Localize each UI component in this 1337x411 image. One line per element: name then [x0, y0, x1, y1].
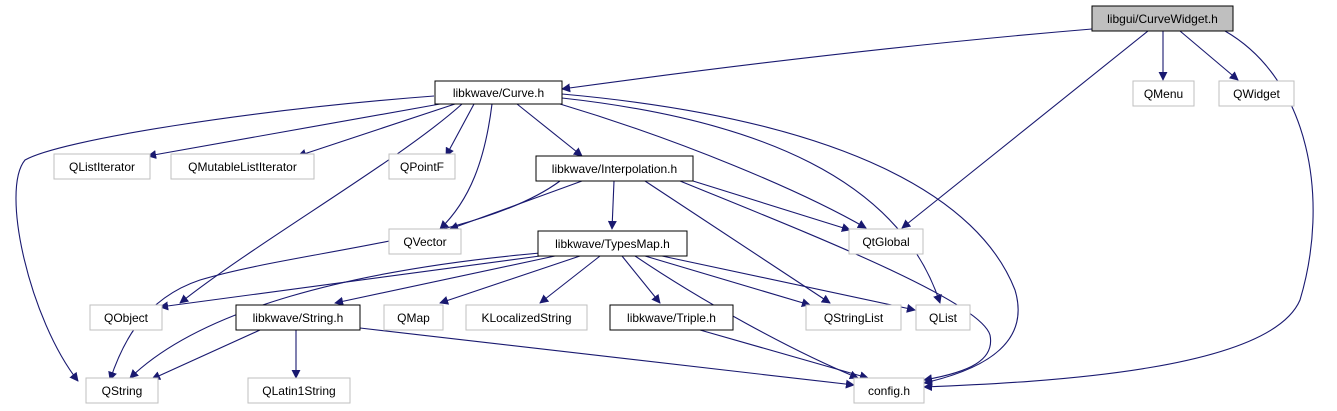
edge-curve-qpointf [445, 103, 475, 157]
node-klocalizedstring[interactable]: KLocalizedString [465, 304, 588, 331]
node-triple[interactable]: libkwave/Triple.h [609, 304, 734, 331]
nodes: libgui/CurveWidget.h libkwave/Curve.h QM… [53, 5, 1295, 404]
node-qvector[interactable]: QVector [388, 228, 462, 255]
svg-text:QListIterator: QListIterator [69, 160, 135, 174]
node-interpolation[interactable]: libkwave/Interpolation.h [535, 155, 694, 182]
svg-text:QObject: QObject [104, 311, 149, 325]
edge-curve-qlist [561, 97, 942, 304]
edge-typesmap-triple [621, 255, 661, 304]
svg-text:libkwave/Curve.h: libkwave/Curve.h [453, 86, 544, 100]
edge-curvewidget-qtglobal [901, 30, 1149, 229]
node-qstringlist[interactable]: QStringList [805, 304, 902, 331]
node-qwidget[interactable]: QWidget [1218, 80, 1295, 107]
edge-curve-qmutablelistiterator [297, 103, 456, 158]
svg-text:libgui/CurveWidget.h: libgui/CurveWidget.h [1107, 12, 1218, 26]
node-qlistiterator[interactable]: QListIterator [53, 153, 151, 180]
svg-text:QMap: QMap [397, 311, 430, 325]
svg-text:QStringList: QStringList [824, 311, 884, 325]
svg-text:QWidget: QWidget [1233, 87, 1280, 101]
edge-triple-config [699, 329, 869, 381]
svg-text:QString: QString [102, 384, 143, 398]
edge-typesmap-qstring [129, 252, 541, 379]
edge-curve-interpolation [516, 103, 583, 157]
edge-curve-config [561, 93, 1019, 386]
edge-string-config [359, 327, 855, 389]
node-qobject[interactable]: QObject [89, 304, 163, 331]
node-qpointf[interactable]: QPointF [388, 153, 456, 180]
edge-interpolation-qtglobal [692, 180, 851, 232]
edge-typesmap-klocalizedstring [539, 255, 601, 304]
edge-curvewidget-curve [561, 28, 1093, 93]
node-config[interactable]: config.h [853, 377, 925, 404]
edge-curve-qlistiterator [147, 103, 441, 160]
node-qtglobal[interactable]: QtGlobal [848, 228, 924, 255]
edge-typesmap-qstringlist [644, 255, 811, 308]
node-typesmap[interactable]: libkwave/TypesMap.h [537, 230, 688, 257]
edge-curve-qtglobal [559, 103, 867, 229]
node-qmap[interactable]: QMap [383, 304, 444, 331]
svg-text:KLocalizedString: KLocalizedString [481, 311, 571, 325]
edge-typesmap-qmap [439, 255, 581, 305]
svg-text:QMenu: QMenu [1144, 87, 1183, 101]
node-qstring[interactable]: QString [85, 377, 159, 404]
node-string[interactable]: libkwave/String.h [235, 304, 361, 331]
edge-curve-qstring [15, 95, 435, 382]
node-qmenu[interactable]: QMenu [1132, 80, 1195, 107]
svg-text:QLatin1String: QLatin1String [262, 384, 335, 398]
edge-curvewidget-qwidget [1179, 30, 1239, 81]
edge-interpolation-qstringlist [644, 180, 831, 304]
svg-text:libkwave/String.h: libkwave/String.h [253, 311, 344, 325]
node-qmutablelistiterator[interactable]: QMutableListIterator [170, 153, 315, 180]
node-curve[interactable]: libkwave/Curve.h [434, 80, 563, 105]
svg-text:libkwave/Triple.h: libkwave/Triple.h [627, 311, 716, 325]
edge-interpolation-qstring [108, 180, 561, 381]
svg-text:QMutableListIterator: QMutableListIterator [188, 160, 297, 174]
edge-curve-qvector [439, 103, 493, 230]
svg-text:QtGlobal: QtGlobal [862, 235, 909, 249]
svg-text:libkwave/Interpolation.h: libkwave/Interpolation.h [552, 162, 677, 176]
node-qlatin1string[interactable]: QLatin1String [247, 377, 351, 404]
svg-text:QPointF: QPointF [400, 160, 444, 174]
edge-typesmap-string [334, 255, 556, 306]
edge-typesmap-config [634, 255, 859, 380]
svg-text:libkwave/TypesMap.h: libkwave/TypesMap.h [555, 237, 670, 251]
node-qlist[interactable]: QList [915, 304, 971, 331]
node-curvewidget[interactable]: libgui/CurveWidget.h [1091, 5, 1234, 32]
svg-text:config.h: config.h [868, 384, 910, 398]
svg-text:QVector: QVector [403, 235, 446, 249]
svg-text:QList: QList [929, 311, 958, 325]
edge-curve-qobject [179, 103, 463, 304]
edge-typesmap-qlist [661, 255, 916, 313]
edges [15, 28, 1314, 392]
edge-string-qstring [151, 329, 261, 380]
edge-interpolation-typesmap [607, 180, 617, 230]
